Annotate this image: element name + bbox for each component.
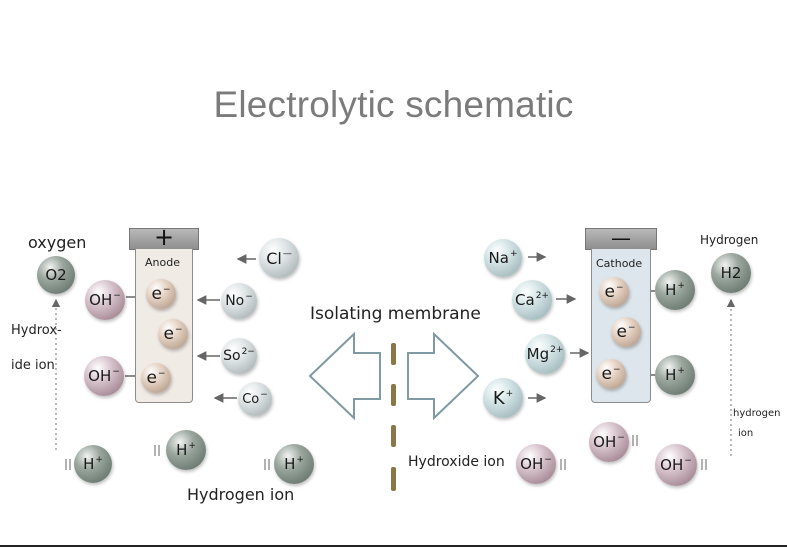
hydrogen-ion-small-line2: ion [738,428,754,439]
carbonate-ion: Co− [238,382,272,416]
hydrogen-ion: H+ [74,445,112,483]
hydroxide-ion: OH− [655,444,697,486]
cathode-label: Cathode [596,257,643,270]
hydroxide-ion: OH− [84,356,124,396]
electron: e− [146,279,176,309]
hydrogen-ion: H+ [166,430,206,470]
isolating-membrane-label: Isolating membrane [310,304,481,324]
hydroxide-ion-right-label: Hydroxide ion [408,454,505,470]
hydroxide-ion: OH− [589,422,629,462]
o2-text: O2 [45,266,67,284]
electron: e− [596,359,626,389]
anode-cap: + [129,223,199,251]
plus-sign-icon: + [153,223,175,251]
nitrate-ion: No− [221,283,257,319]
hydroxide-ion-label-line1: Hydrox- [11,323,62,338]
hydrogen-ion-small-line1: hydrogen [733,408,781,419]
page-title: Electrolytic schematic [213,84,574,125]
sodium-ion: Na+ [484,239,522,277]
electron: e− [599,277,629,307]
hydroxide-ion: OH− [516,444,556,484]
cathode-cap: — [585,226,657,250]
right-flow-arrow [407,331,480,421]
bottom-border [0,545,787,547]
minus-sign-icon: — [611,226,631,250]
oxygen-molecule: O2 [37,256,75,294]
anode-label: Anode [145,256,180,269]
hydrogen-molecule: H2 [711,253,751,293]
hydroxide-ion: OH− [85,280,125,320]
membrane-dash [391,467,396,491]
membrane-dash [391,384,396,406]
hydrogen-label: Hydrogen [700,233,759,247]
electron: e− [158,319,188,349]
hydrogen-ion: H+ [274,444,314,484]
oxygen-label: oxygen [28,233,87,252]
potassium-ion: K+ [483,378,523,418]
membrane-dash [391,343,396,365]
hydrogen-ion: H+ [655,270,695,310]
hydroxide-ion-label-line2: ide ion [11,358,55,373]
hydrogen-ion-label: Hydrogen ion [187,485,295,504]
electron: e− [141,363,171,393]
membrane-dash [391,425,396,447]
hydrogen-ion: H+ [655,355,695,395]
electron: e− [611,317,641,347]
chloride-ion: Cl— [259,238,299,278]
left-flow-arrow [308,331,381,421]
